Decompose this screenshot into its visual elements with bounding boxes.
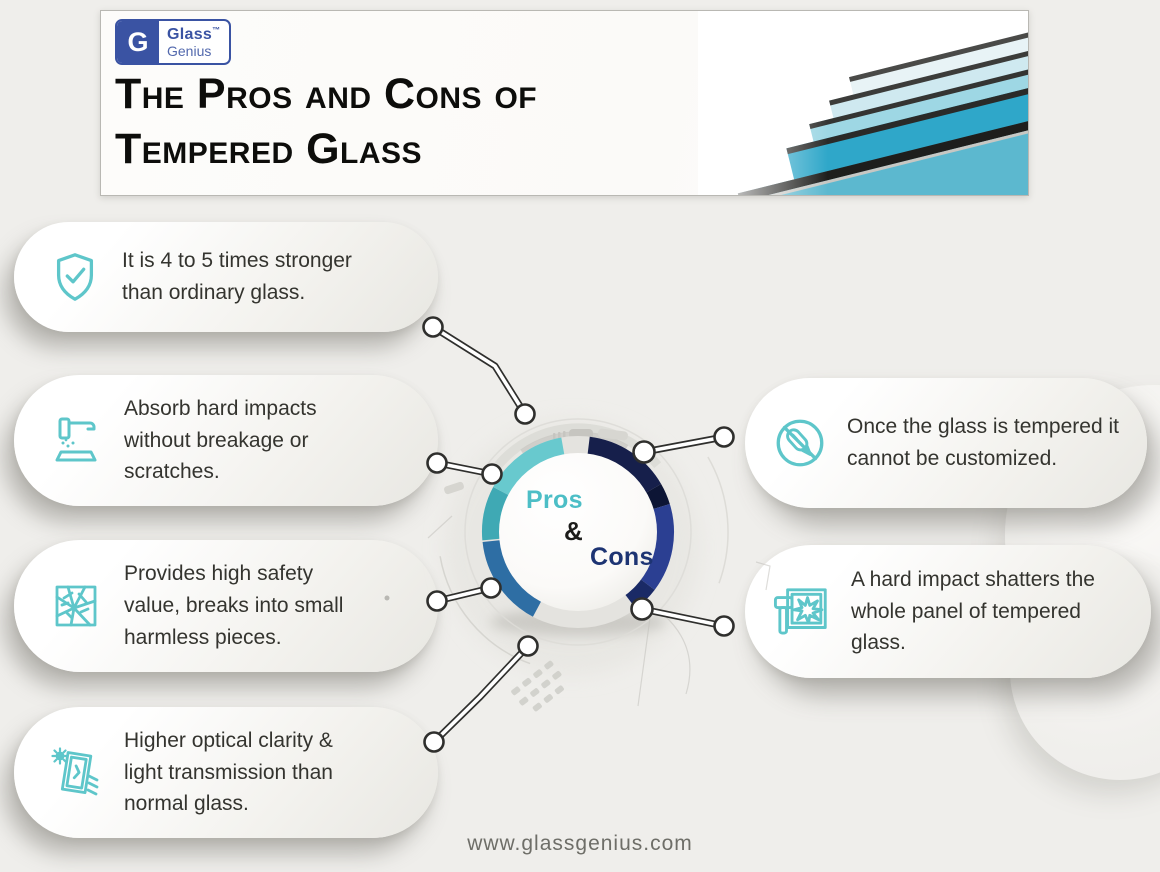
ring-segment-steel-blue: [482, 539, 544, 617]
title-line-1: The Pros and Cons of: [115, 70, 538, 118]
page-title: The Pros and Cons of Tempered Glass: [115, 67, 537, 177]
glass-genius-logo: G Glass™ Genius: [115, 19, 232, 65]
trademark-symbol: ™: [212, 25, 221, 35]
footer-url[interactable]: www.glassgenius.com: [467, 832, 693, 855]
pros-card-safety: Provides high safety value, breaks into …: [14, 540, 438, 672]
ring-segment-navy-2: [622, 576, 655, 609]
cons-card-shatter: A hard impact shatters the whole panel o…: [745, 545, 1151, 678]
shield-check-icon: [48, 250, 102, 304]
pros-card-text: Absorb hard impacts without breakage or …: [124, 396, 317, 484]
hub-decorations: [384, 418, 771, 712]
ring-segment-navy: [586, 436, 662, 496]
glass-panels-image: [698, 11, 1100, 320]
cons-card-text: Once the glass is tempered it cannot be …: [847, 415, 1119, 470]
title-line-2: Tempered Glass: [115, 125, 423, 174]
cons-card-no-customization: Once the glass is tempered it cannot be …: [745, 378, 1147, 508]
cons-card-text: A hard impact shatters the whole panel o…: [851, 567, 1095, 655]
pros-card-clarity: Higher optical clarity & light transmiss…: [14, 707, 438, 838]
no-customization-icon: [771, 414, 829, 472]
hub-cons-label: Cons: [590, 543, 654, 571]
hammer-impact-icon: [48, 413, 104, 469]
shattered-glass-icon: [48, 578, 104, 634]
hub-drop-shadow: [490, 608, 666, 636]
pros-card-text: It is 4 to 5 times stronger than ordinar…: [122, 249, 352, 304]
logo-brand-sub: Genius: [167, 42, 212, 59]
panel-shatter-icon: [771, 581, 833, 643]
logo-brand-name: Glass: [167, 26, 213, 43]
logo-g-icon: G: [117, 21, 159, 63]
hub-platter-shadow: [444, 420, 700, 676]
pros-card-strength: It is 4 to 5 times stronger than ordinar…: [14, 222, 438, 332]
hub-pros-label: Pros: [526, 486, 583, 514]
ring-segment-navy-dark: [641, 483, 670, 511]
pros-card-text: Provides high safety value, breaks into …: [124, 562, 344, 649]
window-clarity-icon: [48, 745, 104, 801]
pros-card-text: Higher optical clarity & light transmiss…: [124, 728, 333, 816]
pros-card-impact: Absorb hard impacts without breakage or …: [14, 375, 438, 506]
header-banner: G Glass™ Genius The Pros and Cons of Tem…: [100, 10, 1100, 320]
hub-ampersand: &: [564, 516, 584, 546]
ring-segment-teal: [481, 486, 513, 541]
